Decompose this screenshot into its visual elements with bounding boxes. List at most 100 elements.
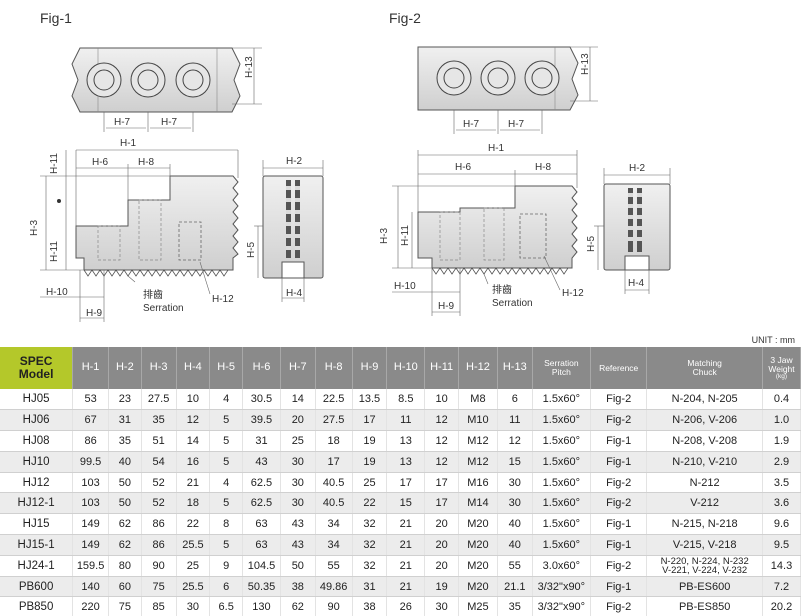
cell-model: HJ15-1 [0, 534, 74, 556]
cell-chuck: N-206, V-206 [646, 409, 763, 432]
cell-h5: 4 [209, 389, 244, 411]
cell-model: HJ08 [0, 430, 74, 452]
cell-h13: 30 [497, 492, 533, 515]
cell-h3: 90 [141, 555, 177, 577]
cell-h3: 27.5 [141, 389, 177, 411]
cell-weight: 7.2 [762, 576, 801, 598]
fig1-h13-label: H-13 [244, 56, 255, 78]
fig2-h5-label: H-5 [586, 235, 597, 252]
cell-h8: 27.5 [315, 409, 353, 432]
cell-h5: 5 [209, 430, 244, 452]
fig2-h10-label: H-10 [394, 281, 416, 292]
cell-h8: 34 [315, 534, 353, 556]
cell-chuck: V-212 [646, 492, 763, 515]
cell-h4: 12 [176, 409, 211, 432]
fig2-h3-label: H-3 [379, 227, 390, 244]
cell-h4: 10 [176, 389, 211, 411]
cell-h2: 23 [108, 389, 142, 411]
cell-h5: 5 [209, 451, 244, 473]
fig2-label: Fig-2 [389, 10, 421, 26]
cell-h13: 30 [497, 472, 533, 494]
cell-weight: 9.6 [762, 513, 801, 536]
cell-pitch: 1.5x60° [532, 472, 592, 494]
cell-chuck: N-204, N-205 [646, 389, 763, 411]
cell-h7: 43 [280, 513, 316, 536]
fig2-serration-cn-label: 排齒 [492, 283, 512, 296]
cell-ref: Fig-2 [590, 555, 648, 577]
cell-h1: 149 [72, 513, 109, 536]
fig2-end-view: H-2 H-5 H-4 [586, 163, 671, 294]
cell-h12: M12 [458, 451, 498, 473]
cell-h1: 159.5 [72, 555, 109, 577]
cell-model: HJ24-1 [0, 555, 74, 577]
cell-h9: 19 [352, 451, 388, 473]
cell-h12: M16 [458, 472, 498, 494]
fig2-serration-label: Serration [492, 298, 533, 309]
cell-h11: 20 [424, 513, 459, 536]
cell-h13: 55 [497, 555, 533, 577]
cell-h12: M25 [458, 596, 498, 616]
cell-h1: 103 [72, 472, 109, 494]
fig1-h3-label: H-3 [29, 219, 40, 236]
cell-h2: 40 [108, 451, 142, 473]
cell-h2: 62 [108, 513, 142, 536]
fig1-side-view: H-1 H-6 H-8 H-11 H-3 H-11 H-10 H-9 排齒 Se… [29, 138, 239, 322]
header-h6: H-6 [242, 347, 281, 389]
cell-h11: 20 [424, 555, 459, 577]
cell-h1: 53 [72, 389, 109, 411]
fig2-h11-label: H-11 [400, 225, 411, 246]
cell-h1: 140 [72, 576, 109, 598]
cell-h9: 38 [352, 596, 388, 616]
cell-chuck: N-208, V-208 [646, 430, 763, 452]
cell-h2: 80 [108, 555, 142, 577]
cell-h4: 25.5 [176, 576, 211, 598]
cell-h13: 12 [497, 430, 533, 452]
header-h8: H-8 [315, 347, 353, 389]
cell-h3: 75 [141, 576, 177, 598]
cell-model: HJ15 [0, 513, 74, 536]
cell-h2: 50 [108, 472, 142, 494]
fig2-h9-label: H-9 [438, 301, 455, 312]
cell-h5: 5 [209, 409, 244, 432]
cell-h10: 26 [386, 596, 426, 616]
cell-h10: 11 [386, 409, 426, 432]
cell-h6: 130 [242, 596, 281, 616]
fig2-side-view: H-1 H-6 H-8 H-3 H-11 H-10 H-9 排齒 Serrati… [379, 143, 584, 316]
cell-model: PB600 [0, 576, 74, 598]
fig1-h7b-label: H-7 [161, 117, 178, 128]
cell-h2: 60 [108, 576, 142, 598]
header-h12: H-12 [458, 347, 498, 389]
fig2-h13-label: H-13 [580, 53, 591, 75]
cell-h9: 32 [352, 555, 388, 577]
cell-h1: 149 [72, 534, 109, 556]
cell-chuck: N-210, V-210 [646, 451, 763, 473]
cell-h6: 62.5 [242, 472, 281, 494]
fig2-h6-label: H-6 [455, 162, 472, 173]
cell-h9: 31 [352, 576, 388, 598]
cell-h12: M20 [458, 576, 498, 598]
header-h9: H-9 [352, 347, 388, 389]
cell-pitch: 3/32"x90° [532, 576, 592, 598]
cell-chuck: PB-ES600 [646, 576, 763, 598]
cell-h13: 21.1 [497, 576, 533, 598]
fig2-h7b-label: H-7 [508, 119, 525, 130]
cell-h6: 50.35 [242, 576, 281, 598]
fig1-h9-label: H-9 [86, 308, 103, 319]
cell-h10: 21 [386, 534, 426, 556]
cell-ref: Fig-1 [590, 430, 648, 452]
cell-weight: 3.6 [762, 492, 801, 515]
cell-h13: 11 [497, 409, 533, 432]
cell-h6: 43 [242, 451, 281, 473]
fig1-end-view: H-2 H-5 H-4 [246, 156, 324, 302]
fig2-h8-label: H-8 [535, 162, 552, 173]
header-h4: H-4 [176, 347, 211, 389]
header-h10: H-10 [386, 347, 426, 389]
